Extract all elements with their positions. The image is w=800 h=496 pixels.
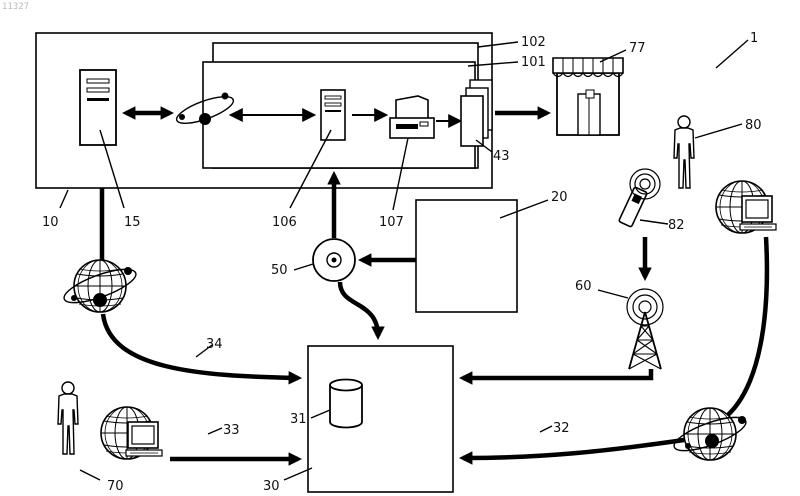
label-50: 50: [271, 263, 288, 278]
mobile-phone-icon: [619, 169, 660, 227]
label-60: 60: [575, 279, 592, 294]
globe-icon: [671, 408, 750, 460]
label-1: 1: [750, 31, 758, 46]
shop-awning-icon: [553, 58, 623, 135]
label-70: 70: [107, 479, 124, 494]
leader-82: [640, 220, 668, 224]
label-82: 82: [668, 218, 685, 233]
leader-1: [716, 40, 748, 68]
computer-monitor-icon: [740, 196, 776, 230]
person-icon: [58, 382, 78, 454]
leader-80: [695, 124, 742, 138]
label-31: 31: [290, 412, 307, 427]
leader-10: [60, 190, 68, 208]
link-34: [103, 314, 298, 378]
label-33: 33: [223, 423, 240, 438]
link-computer-globe: [722, 237, 767, 420]
server-tower-icon: [80, 70, 116, 145]
label-32: 32: [553, 421, 570, 436]
leader-32: [540, 426, 552, 432]
optical-disc-icon: [313, 239, 355, 281]
computer-monitor-icon: [126, 422, 162, 456]
label-102: 102: [521, 35, 546, 50]
leader-33: [208, 428, 222, 434]
label-106: 106: [272, 215, 297, 230]
label-10: 10: [42, 215, 59, 230]
label-107: 107: [379, 215, 404, 230]
link-32: [463, 440, 684, 458]
label-43: 43: [493, 149, 510, 164]
globe-icon: [61, 260, 140, 312]
label-80: 80: [745, 118, 762, 133]
link-disc-box30: [340, 282, 378, 336]
image-id-stamp: 11327: [2, 2, 29, 12]
label-20: 20: [551, 190, 568, 205]
database-cylinder-icon: [330, 380, 362, 428]
label-34: 34: [206, 337, 223, 352]
leader-70: [80, 470, 100, 480]
leader-50: [294, 264, 313, 270]
document-stack-icon: [461, 80, 492, 146]
leader-60: [598, 290, 628, 298]
label-15: 15: [124, 215, 141, 230]
antenna-tower-icon: [627, 289, 663, 369]
person-icon: [674, 116, 694, 188]
label-77: 77: [629, 41, 646, 56]
printer-icon: [390, 96, 434, 138]
label-30: 30: [263, 479, 280, 494]
server-tower-icon: [321, 90, 345, 140]
link-antenna-box30: [463, 369, 651, 378]
label-101: 101: [521, 55, 546, 70]
